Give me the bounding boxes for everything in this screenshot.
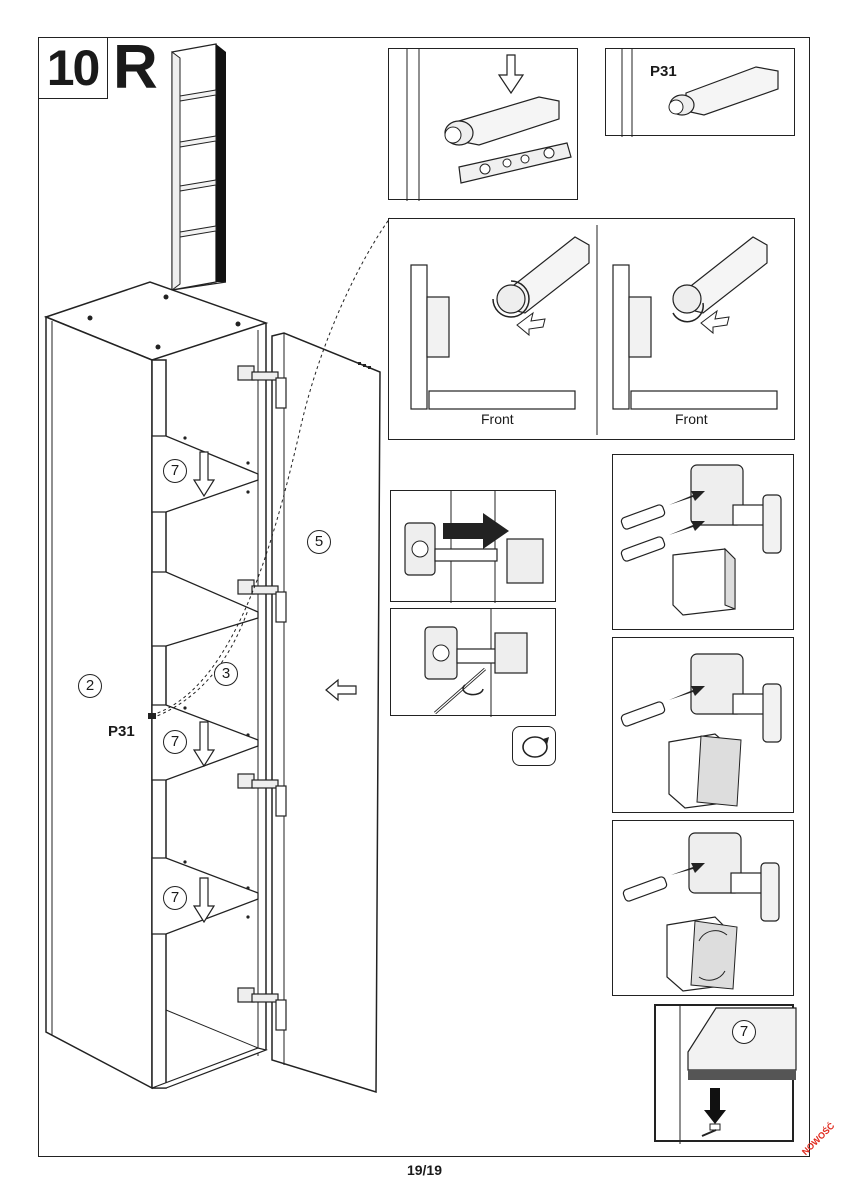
part-number-7: 7: [163, 730, 187, 754]
front-label-left: Front: [481, 411, 514, 427]
hinge-adjust-vertical-panel: [612, 454, 794, 630]
shelf-pin-illustration: [679, 1006, 797, 1144]
latch-adjustment-panel: Front Front: [388, 218, 795, 440]
front-label-right: Front: [675, 411, 708, 427]
part-number-3: 3: [214, 662, 238, 686]
hinge-adjust-depth-illustration: [620, 653, 782, 809]
part-number-7: 7: [163, 459, 187, 483]
hinge-adjust-vertical-illustration: [620, 464, 782, 616]
hinge-adjust-side-illustration: [622, 832, 780, 992]
shelf-pin-detail-panel: 7: [654, 1004, 797, 1144]
hinge-clip-illustration: [404, 491, 544, 603]
step-number: 10: [38, 37, 108, 99]
rotate-arrow-glyph: [522, 736, 549, 758]
page-number: 19/19: [406, 1162, 443, 1178]
hinge-adjust-side-panel: [612, 820, 794, 996]
p31-latch-illustration: [621, 49, 779, 137]
hinge-clip-panel: [390, 490, 556, 603]
p31-part-panel: P31: [605, 48, 795, 137]
part-label-p31: P31: [108, 723, 135, 740]
part-number-2: 2: [78, 674, 102, 698]
part-label-p31: P31: [650, 63, 677, 80]
latch-plate-illustration: [406, 49, 572, 201]
part-number-7: 7: [732, 1020, 756, 1044]
hinge-screw-illustration: [424, 609, 528, 717]
latch-plate-panel: [388, 48, 578, 201]
page-frame: [38, 37, 810, 1157]
part-number-7: 7: [163, 886, 187, 910]
hinge-screw-panel: [390, 608, 556, 717]
part-number-5: 5: [307, 530, 331, 554]
rotate-icon: [512, 726, 556, 766]
hinge-adjust-depth-panel: [612, 637, 794, 813]
step-side-label: R: [113, 33, 158, 102]
latch-adjustment-illustration: [410, 225, 778, 435]
